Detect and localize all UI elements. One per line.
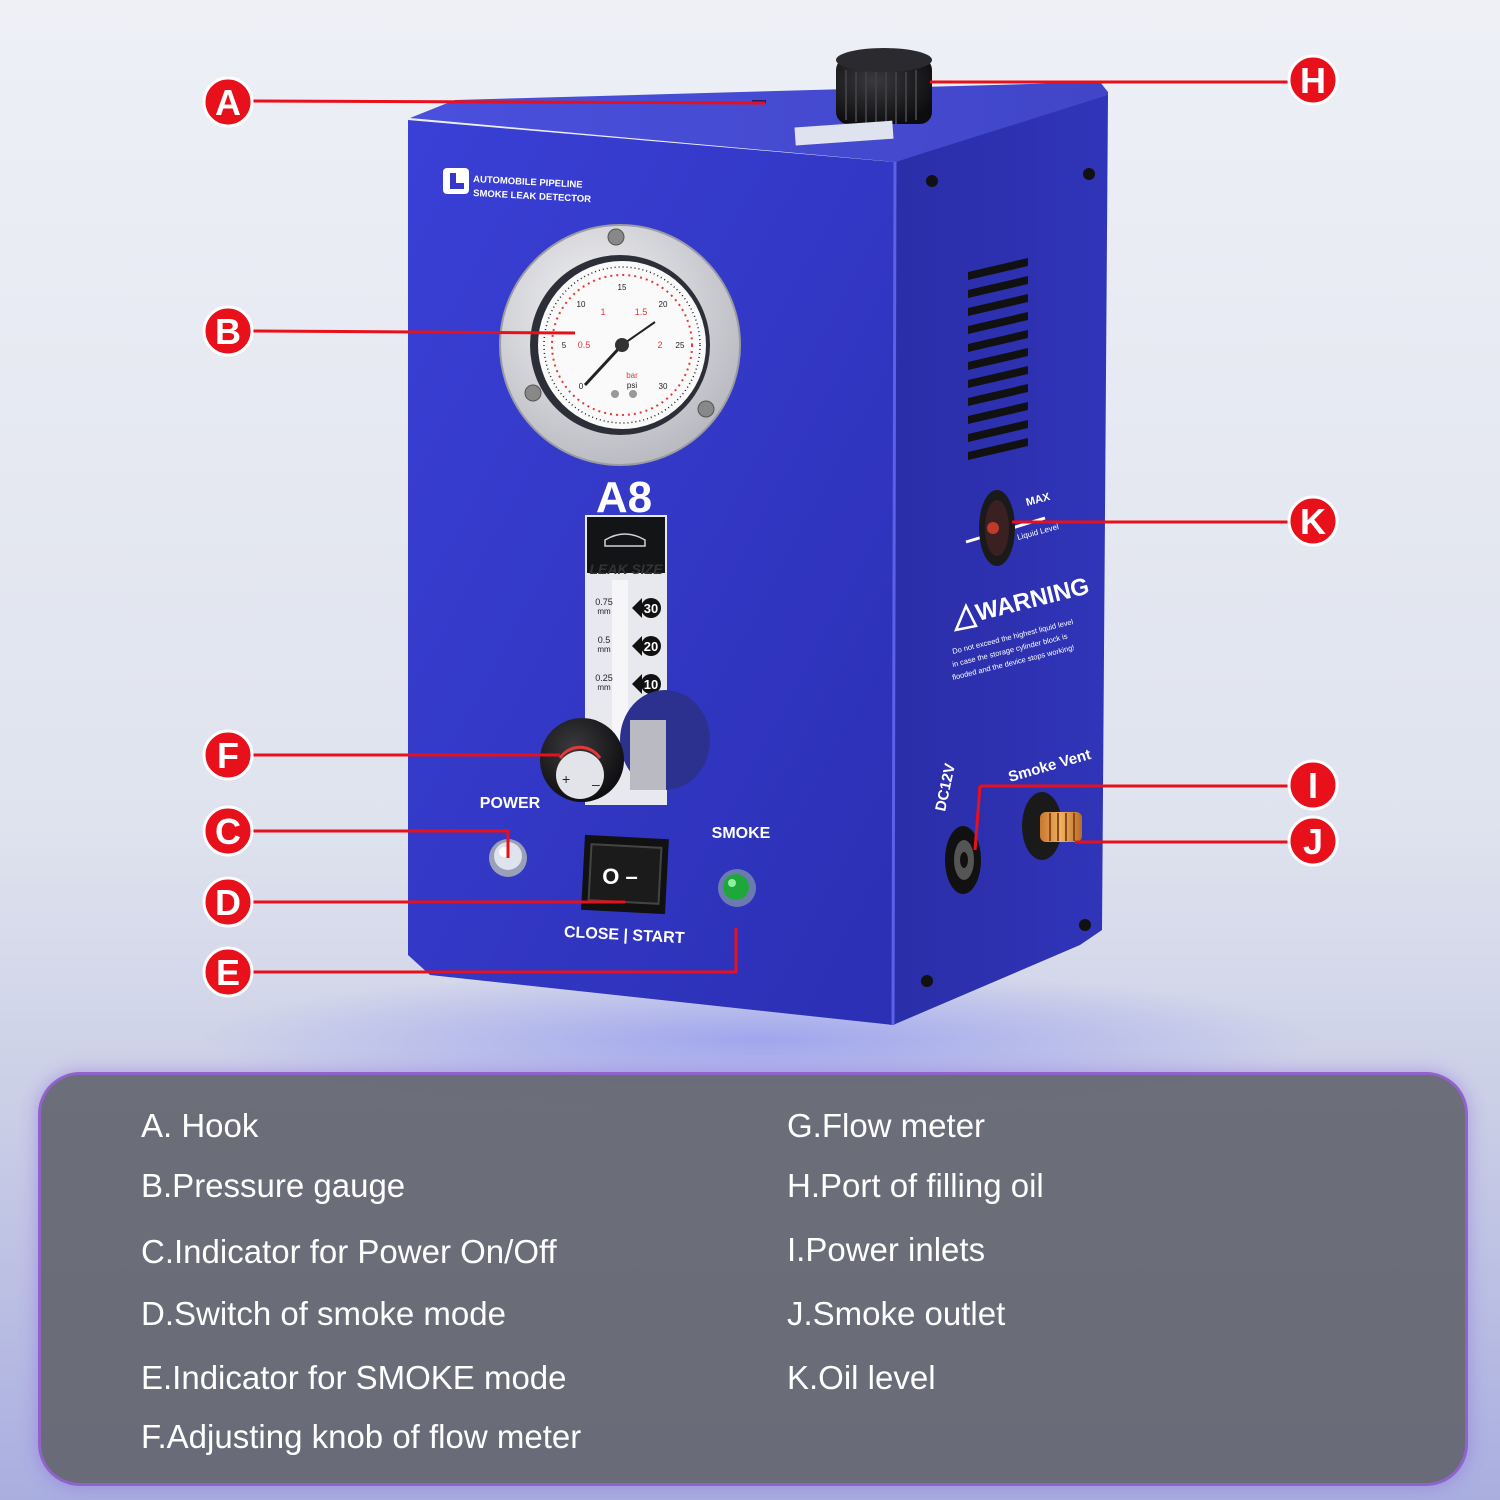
leak-flow-value: 20 xyxy=(644,639,658,654)
marker-d-label: D xyxy=(215,882,241,923)
vent-slot xyxy=(968,258,1028,280)
leak-pointer-icon xyxy=(632,598,642,618)
gauge-psi-tick: 30 xyxy=(659,382,668,391)
marker-e-label: E xyxy=(216,952,240,993)
marker-c: C xyxy=(202,805,254,857)
leak-size-value: 0.5 xyxy=(598,635,611,645)
gauge-bar-tick: 2 xyxy=(657,340,662,350)
leak-size-value: 0.75 xyxy=(595,597,613,607)
gauge-unit-bar: bar xyxy=(626,371,638,380)
legend-item-b: B.Pressure gauge xyxy=(141,1167,406,1204)
legend-item-j: J.Smoke outlet xyxy=(787,1295,1006,1332)
marker-b: B xyxy=(202,305,254,357)
legend-item-f: F.Adjusting knob of flow meter xyxy=(141,1418,582,1455)
gauge-psi-tick: 20 xyxy=(659,300,668,309)
top-sticker xyxy=(794,120,894,146)
gauge-bar-tick: 1.5 xyxy=(635,307,648,317)
vent-slot xyxy=(968,438,1028,460)
marker-d: D xyxy=(202,876,254,928)
vent-slot xyxy=(968,312,1028,334)
smoke-indicator-led xyxy=(718,869,756,907)
power-label: POWER xyxy=(480,795,541,812)
knob-minus-label: – xyxy=(592,776,600,792)
gauge-psi-tick: 5 xyxy=(562,341,567,350)
device-edge xyxy=(891,161,897,1026)
leak-size-value: 0.25 xyxy=(595,673,613,683)
marker-h-label: H xyxy=(1300,60,1326,101)
gauge-psi-tick: 25 xyxy=(676,341,685,350)
side-screws xyxy=(921,168,1095,987)
vent-slot xyxy=(968,276,1028,298)
gauge-psi-tick: 10 xyxy=(577,300,586,309)
gauge-needle xyxy=(583,343,624,387)
gauge-bar-tick: 1 xyxy=(600,307,605,317)
smoke-outlet-nozzle[interactable] xyxy=(1022,792,1082,860)
vent-slot xyxy=(968,366,1028,388)
legend-item-g: G.Flow meter xyxy=(787,1107,986,1144)
legend-item-e: E.Indicator for SMOKE mode xyxy=(141,1359,567,1396)
vent-slot xyxy=(968,330,1028,352)
marker-k: K xyxy=(1287,495,1339,547)
brand-logo-icon xyxy=(443,168,469,194)
vent-slot xyxy=(968,420,1028,442)
smoke-label: SMOKE xyxy=(712,825,771,842)
legend-panel: A. Hook B.Pressure gauge C.Indicator for… xyxy=(38,1072,1468,1486)
legend-item-k: K.Oil level xyxy=(787,1359,936,1396)
vent-slot xyxy=(968,402,1028,424)
marker-f-label: F xyxy=(217,735,239,776)
leak-pointer-icon xyxy=(632,636,642,656)
legend-item-a: A. Hook xyxy=(141,1107,259,1144)
leak-pointer-icon xyxy=(632,674,642,694)
oil-level-window xyxy=(965,490,1046,566)
marker-a: A xyxy=(202,76,254,128)
side-vent-grille xyxy=(968,258,1028,460)
gauge-tick-labels: 0 5 10 15 20 25 30 0.5 1 1.5 2 xyxy=(562,283,685,391)
leak-size-unit: mm xyxy=(597,645,611,654)
leak-size-unit: mm xyxy=(597,607,611,616)
leak-row: 0.5mm 20 xyxy=(597,635,661,656)
vent-slot xyxy=(968,294,1028,316)
marker-c-label: C xyxy=(215,811,241,852)
power-inlet-port[interactable] xyxy=(945,826,981,894)
gauge-psi-tick: 0 xyxy=(579,382,584,391)
legend-item-h: H.Port of filling oil xyxy=(787,1167,1044,1204)
switch-symbols: O – xyxy=(602,864,637,889)
warning-icon xyxy=(953,602,978,632)
leak-size-unit: mm xyxy=(597,683,611,692)
smoke-mode-switch[interactable]: O – xyxy=(581,834,669,915)
marker-h: H xyxy=(1287,54,1339,106)
switch-label: CLOSE | START xyxy=(564,924,686,947)
gauge-psi-tick: 15 xyxy=(618,283,627,292)
marker-i: I xyxy=(1287,759,1339,811)
marker-j: J xyxy=(1287,815,1339,867)
vent-slot xyxy=(968,348,1028,370)
gauge-bar-tick: 0.5 xyxy=(578,340,591,350)
marker-i-label: I xyxy=(1308,765,1318,806)
marker-j-label: J xyxy=(1303,821,1323,862)
callout-leader-lines xyxy=(251,80,1288,974)
marker-f: F xyxy=(202,729,254,781)
marker-k-label: K xyxy=(1300,501,1326,542)
leak-flow-value: 30 xyxy=(644,601,658,616)
legend-item-c: C.Indicator for Power On/Off xyxy=(141,1233,557,1270)
marker-b-label: B xyxy=(215,311,241,352)
marker-a-label: A xyxy=(215,82,241,123)
knob-plus-label: + xyxy=(562,771,570,787)
leak-size-title: LEAK SIZE xyxy=(589,561,663,577)
vent-slot xyxy=(968,384,1028,406)
model-name: A8 xyxy=(596,473,652,522)
legend-item-i: I.Power inlets xyxy=(787,1231,986,1268)
leak-flow-value: 10 xyxy=(644,677,658,692)
legend-item-d: D.Switch of smoke mode xyxy=(141,1295,506,1332)
oil-filling-cap[interactable] xyxy=(836,48,932,124)
car-logo-icon xyxy=(604,533,646,547)
gauge-unit-psi: psi xyxy=(627,381,637,390)
flow-adjust-knob[interactable]: + – xyxy=(540,690,710,802)
marker-e: E xyxy=(202,946,254,998)
pressure-gauge: 0 5 10 15 20 25 30 0.5 1 1.5 2 bar psi xyxy=(499,224,741,466)
